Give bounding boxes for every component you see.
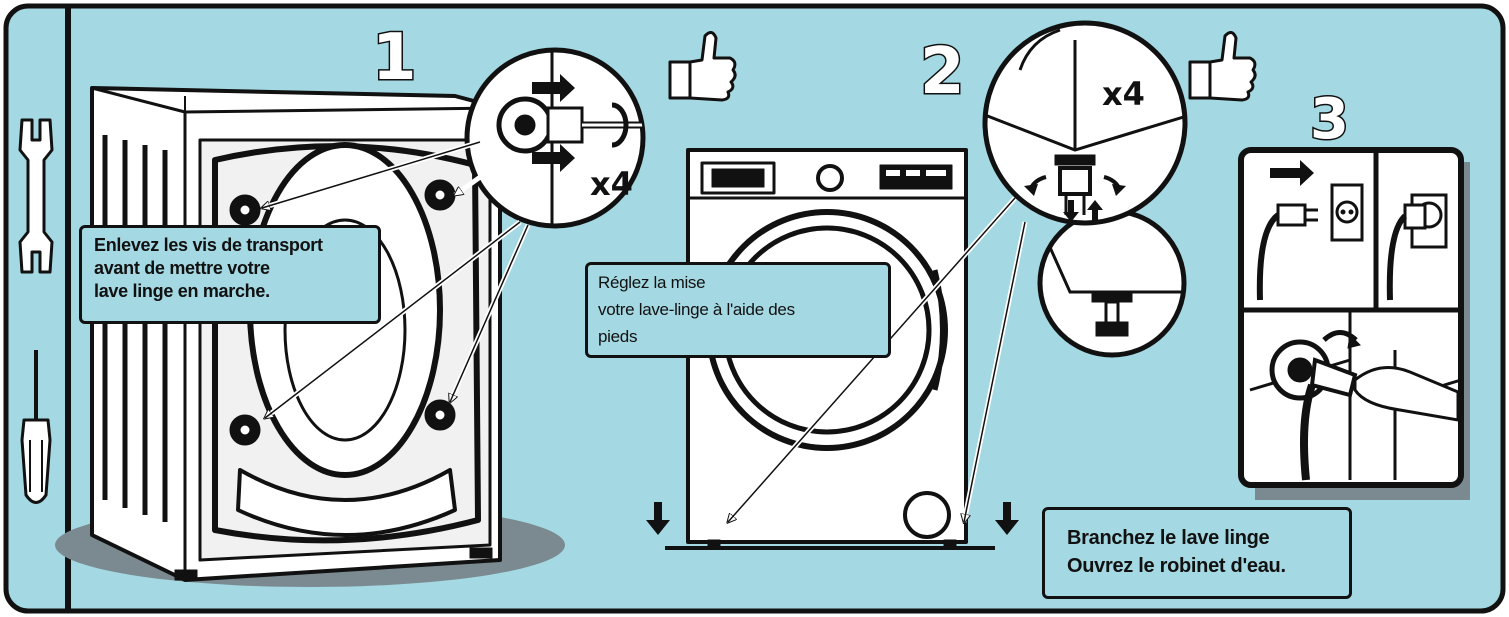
screwdriver-icon [20,350,52,504]
thumbs-up-icon [1188,31,1257,102]
step-1-instruction: Enlevez les vis de transport avant de me… [79,225,381,324]
step-number-3: 3 [1309,86,1351,153]
power-plug-icon [1386,193,1448,301]
step-3-instruction: Branchez le lave linge Ouvrez le robinet… [1042,507,1352,599]
thumbs-up-icon [668,31,737,102]
arrow-icon [532,74,575,102]
foot-count: x4 [1102,75,1145,113]
transport-bolt-zoom [464,47,646,229]
wrench-icon [18,118,54,274]
instruction-line: pieds [598,327,638,346]
wall-socket-icon [1330,183,1364,242]
step-2-instruction: Réglez la mise votre lave-linge à l'aide… [585,262,891,358]
instruction-line: Réglez la mise [598,273,706,292]
foot-adjust-zoom-lower [1037,208,1187,358]
instruction-line: Branchez le lave linge [1067,527,1270,549]
instruction-line: lave linge en marche. [94,281,270,301]
arrow-icon [995,502,1019,535]
instruction-line: Ouvrez le robinet d'eau. [1067,555,1286,577]
connection-panel [1238,147,1470,500]
arrow-icon [532,144,575,172]
foot-adjust-zoom-upper [982,20,1188,226]
bolt-count: x4 [590,165,633,203]
water-tap-icon [1249,310,1462,481]
feet-pointer-arrows [728,196,1028,522]
instruction-line: Enlevez les vis de transport [94,235,323,255]
arrow-icon [1270,160,1314,186]
power-plug-icon [1256,203,1318,301]
instruction-line: votre lave-linge à l'aide des [598,300,795,319]
instruction-line: avant de mettre votre [94,258,270,278]
step-number-2: 2 [919,35,967,109]
arrow-icon [646,502,670,535]
washing-machine-back [90,86,502,582]
step-number-1: 1 [371,21,419,95]
